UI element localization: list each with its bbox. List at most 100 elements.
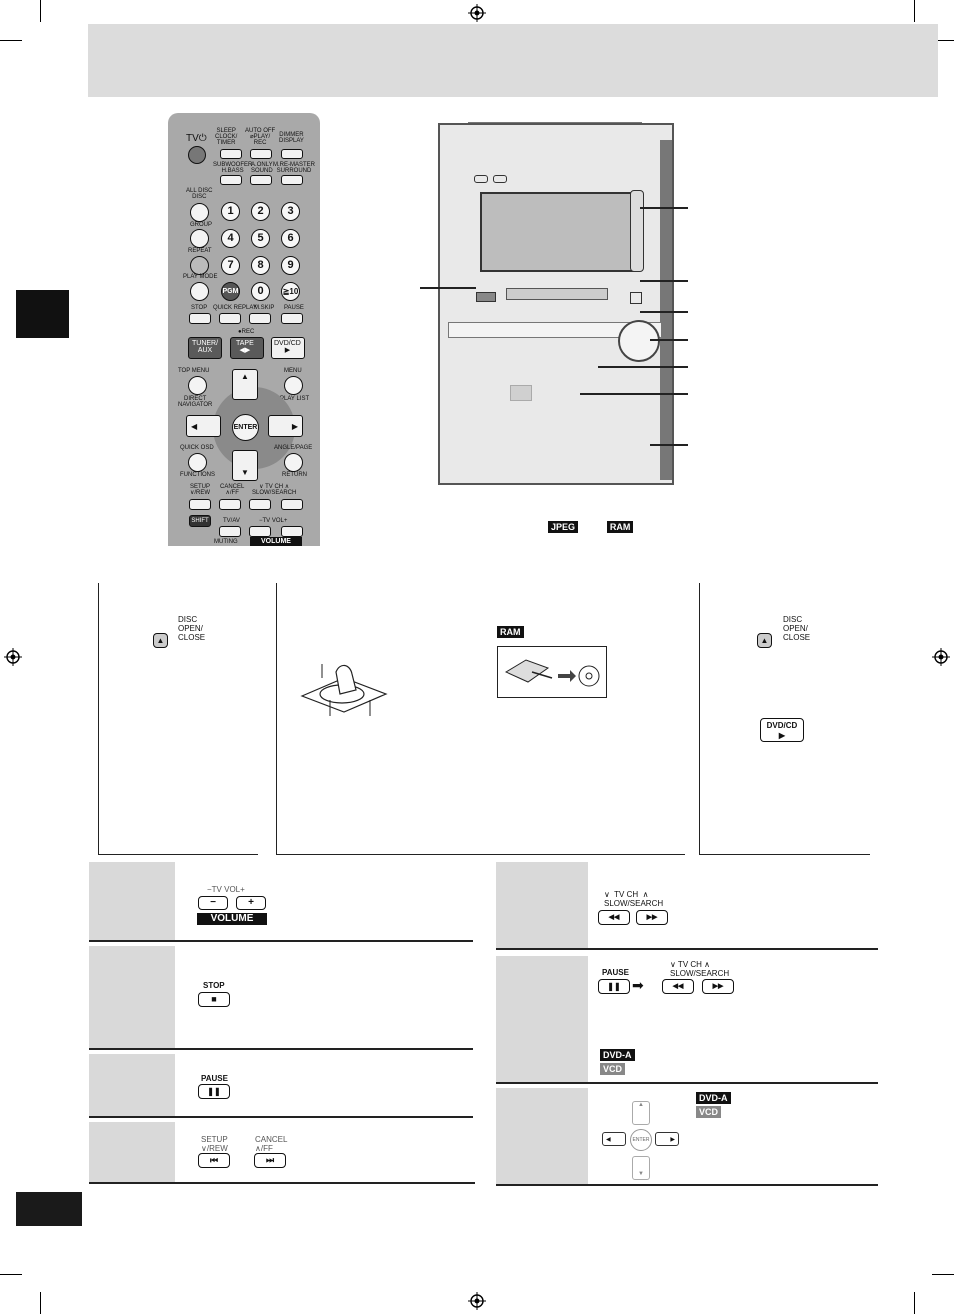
enter-button[interactable]: ENTER [232, 414, 259, 441]
menu-button[interactable] [284, 376, 303, 395]
open-close-button-right[interactable]: ▲ [757, 633, 772, 648]
registration-mark-icon [468, 4, 486, 22]
tv-power-button[interactable] [188, 146, 206, 164]
angle-page-button[interactable] [284, 453, 303, 472]
volume-up-button[interactable] [281, 526, 303, 537]
header-band [88, 24, 938, 97]
callout-line [580, 393, 688, 395]
digit-3-button[interactable]: 3 [281, 202, 300, 221]
digit-6-button[interactable]: 6 [281, 229, 300, 248]
angle-page-label: ANGLE/PAGE [274, 445, 313, 451]
disc-select-buttons[interactable] [630, 190, 644, 272]
slow-badges: DVD-A VCD [600, 1047, 635, 1075]
digit-10-button[interactable]: ≧10 [281, 282, 300, 301]
advanced-surround-button[interactable] [476, 292, 496, 302]
digit-5-button[interactable]: 5 [251, 229, 270, 248]
volume-minus-button[interactable]: − [198, 896, 228, 910]
top-menu-button[interactable] [188, 376, 207, 395]
quick-replay-button[interactable] [219, 313, 241, 324]
skip-back-button[interactable] [189, 499, 211, 510]
lcd-display [480, 192, 634, 272]
search-rew-button[interactable]: ◀◀ [598, 910, 630, 925]
dvd-cd-label: DVD/CD ▶ [274, 340, 301, 354]
pgm-button[interactable]: PGM [221, 282, 240, 301]
volume-down-button[interactable] [249, 526, 271, 537]
vcd-badge: VCD [600, 1063, 626, 1075]
digit-9-button[interactable]: 9 [281, 256, 300, 275]
skip-back-button-large[interactable]: ⏮ [198, 1153, 230, 1168]
skip-forward-button[interactable] [219, 499, 241, 510]
row-divider [496, 1082, 878, 1084]
registration-mark-icon [4, 648, 22, 666]
left-button[interactable]: ◀ [186, 415, 221, 437]
up-button[interactable]: ▲ [232, 369, 258, 400]
callout-line [640, 280, 688, 282]
pause-button-large[interactable]: ❚❚ [198, 1084, 230, 1099]
a-only-button[interactable] [250, 175, 272, 185]
stop-button[interactable] [189, 313, 211, 324]
rec-button[interactable] [493, 175, 507, 183]
remaster-button[interactable] [281, 175, 303, 185]
volume-knob[interactable] [618, 320, 660, 362]
tape-button[interactable] [230, 337, 264, 359]
disc-open-close-unit-button[interactable] [630, 292, 642, 304]
quick-osd-button[interactable] [188, 453, 207, 472]
arrow-icon: ➡ [632, 977, 644, 993]
nav-left-button[interactable]: ◀ [602, 1132, 626, 1146]
tv-vol-label: −TV VOL+ [207, 885, 245, 894]
volume-plus-button[interactable]: + [236, 896, 266, 910]
callout-line [420, 287, 476, 289]
dvd-cd-play-button[interactable]: DVD/CD ▶ [760, 718, 804, 742]
rewind-button[interactable] [249, 499, 271, 510]
slow-rew-button[interactable]: ◀◀ [662, 979, 694, 994]
nav-right-button[interactable]: ▶ [655, 1132, 679, 1146]
unit-right-shadow [660, 140, 672, 480]
panel-divider [98, 854, 258, 855]
slow-ff-button[interactable]: ▶▶ [702, 979, 734, 994]
nav-down-button[interactable]: ▼ [632, 1156, 650, 1180]
dvd-cd-button[interactable] [271, 337, 305, 359]
nav-enter-button[interactable]: ENTER [630, 1129, 652, 1151]
play-mode-button[interactable] [190, 282, 209, 301]
page-number-tab [16, 1192, 82, 1226]
subwoofer-label: SUBWOOFER H.BASS [213, 162, 253, 174]
slow-pause-button[interactable]: ❚❚ [598, 979, 630, 994]
dimmer-button[interactable] [281, 149, 303, 159]
group-button[interactable] [190, 229, 209, 248]
digit-4-button[interactable]: 4 [221, 229, 240, 248]
digit-0-button[interactable]: 0 [251, 282, 270, 301]
digit-8-button[interactable]: 8 [251, 256, 270, 275]
sleep-button[interactable] [220, 149, 242, 159]
search-ff-button[interactable]: ▶▶ [636, 910, 668, 925]
digit-7-button[interactable]: 7 [221, 256, 240, 275]
subwoofer-button[interactable] [220, 175, 242, 185]
fast-forward-button[interactable] [281, 499, 303, 510]
a-only-label: A.ONLY SOUND [251, 162, 273, 174]
unit-note: JPEG RAM [548, 517, 634, 535]
power-button[interactable] [474, 175, 488, 183]
pause-button[interactable] [281, 313, 303, 324]
right-button[interactable]: ▶ [268, 415, 303, 437]
tv-vol-label: −TV VOL+ [259, 518, 288, 524]
tv-av-button[interactable] [219, 526, 241, 537]
play-rec-button[interactable] [250, 149, 272, 159]
repeat-button[interactable] [190, 256, 209, 275]
main-unit [438, 123, 674, 485]
row-skip-label [89, 1122, 175, 1182]
all-disc-button[interactable] [190, 203, 209, 222]
menu-label: MENU [284, 368, 302, 374]
pause-text: PAUSE [201, 1074, 228, 1083]
row-search-label [496, 862, 588, 948]
skip-forward-button-large[interactable]: ⏭ [254, 1153, 286, 1168]
digit-2-button[interactable]: 2 [251, 202, 270, 221]
digit-1-button[interactable]: 1 [221, 202, 240, 221]
open-close-button[interactable]: ▲ [153, 633, 168, 648]
stop-button-large[interactable]: ■ [198, 992, 230, 1007]
nav-up-button[interactable]: ▲ [632, 1101, 650, 1125]
mskip-button[interactable] [249, 313, 271, 324]
tuner-aux-button[interactable] [188, 337, 222, 359]
shift-button[interactable]: SHIFT [189, 515, 211, 527]
down-button[interactable]: ▼ [232, 450, 258, 481]
remaster-label: M.RE-MASTER SURROUND [273, 162, 315, 174]
group-label: GROUP [190, 222, 213, 228]
